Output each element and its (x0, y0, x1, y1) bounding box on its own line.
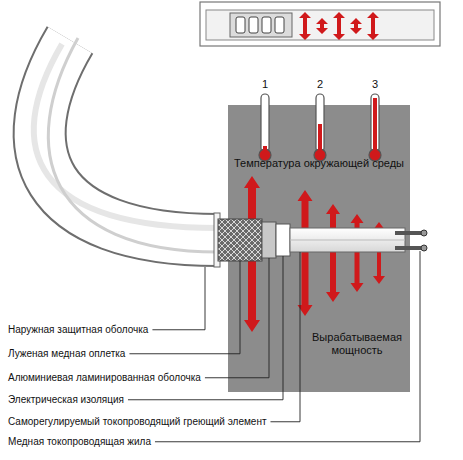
leader-line (155, 251, 420, 442)
red-arrow (316, 18, 328, 34)
thermometers (259, 94, 381, 161)
part-label: Медная токопроводящая жила (8, 436, 151, 448)
leader-line (129, 261, 240, 354)
red-arrow (350, 18, 362, 34)
leader-line (270, 252, 300, 422)
inset (200, 2, 440, 46)
callout-number: 1 (260, 78, 270, 91)
heating-cable (34, 38, 427, 267)
panel-heading: Температура окружающей среды (232, 157, 406, 170)
leader-line (152, 267, 205, 330)
part-label: Алюминиевая ламинированная оболочка (8, 372, 201, 384)
power-arrows (244, 176, 385, 332)
callout-number: 2 (315, 78, 325, 91)
red-arrow (367, 12, 379, 40)
callout-number: 3 (370, 78, 380, 91)
leader-line (205, 258, 269, 378)
panel-caption: Вырабатываемая мощность (312, 331, 402, 356)
part-label: Электрическая изоляция (8, 394, 124, 406)
red-arrow (351, 214, 364, 292)
part-label: Саморегулируемый токопроводящий греющий … (8, 416, 266, 428)
red-arrow (326, 204, 340, 302)
red-arrow (333, 12, 345, 40)
red-arrow (299, 12, 311, 40)
part-label: Луженая медная оплетка (8, 348, 125, 360)
part-label: Наружная защитная оболочка (8, 324, 148, 336)
